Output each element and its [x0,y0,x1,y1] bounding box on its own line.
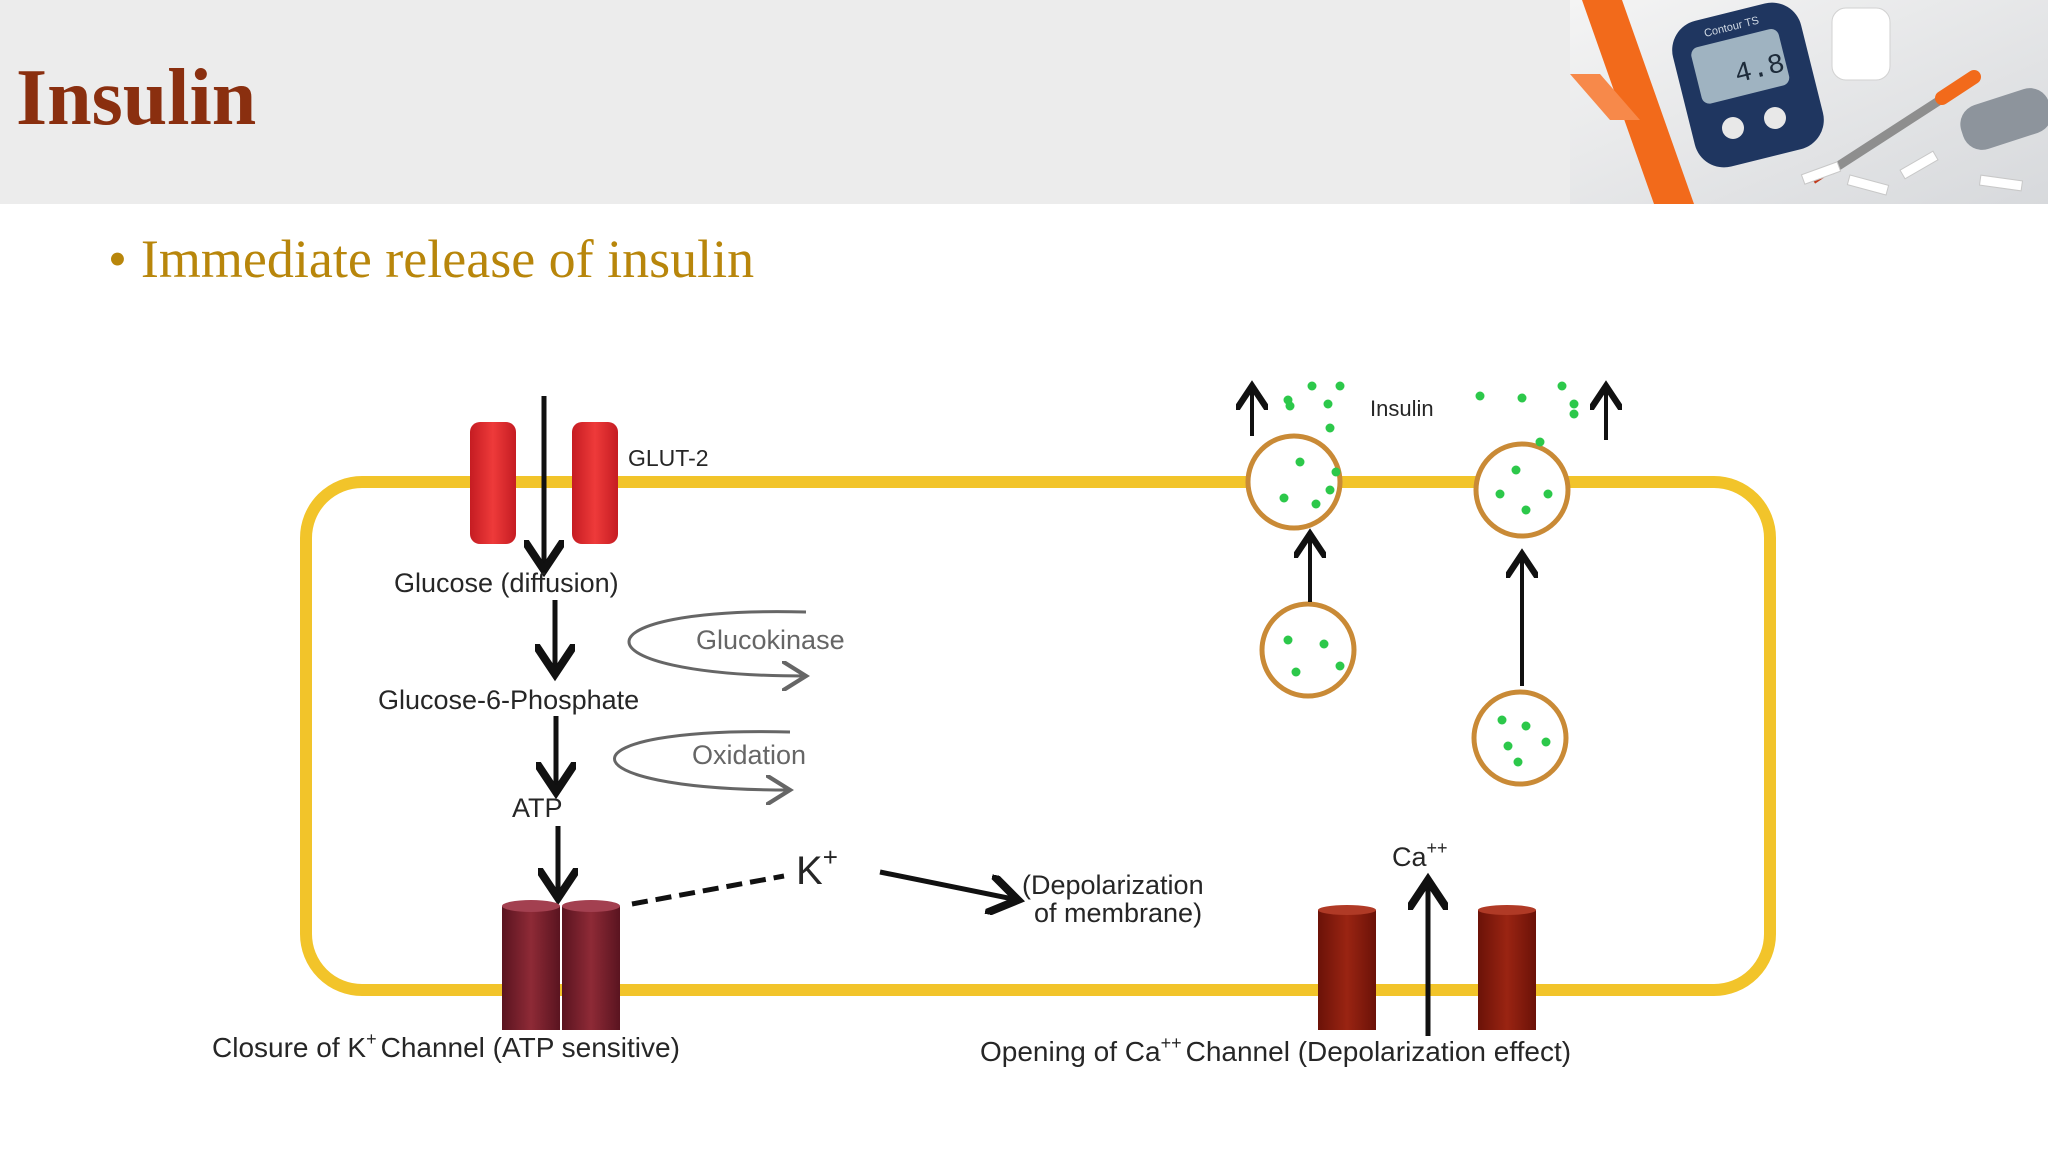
ca-channel [1318,905,1536,1030]
ca-ion-label: Ca++ [1392,838,1448,872]
orange-stripe-icon [1582,0,1694,204]
lancing-device-icon [1960,88,2048,150]
k-channel-caption: Closure of K+Channel (ATP sensitive) [212,1029,680,1063]
k-atp-channel [502,900,620,1030]
insulin-label: Insulin [1370,396,1434,421]
insulin-vesicle [1473,441,1571,539]
ca-channel-caption: Opening of Ca++Channel (Depolarization e… [980,1033,1571,1067]
slide-title: Insulin [16,54,257,142]
diabetes-equipment-photo: 4.8 Contour TS [1570,0,2048,204]
bullet-text: Immediate release of insulin [140,229,755,289]
title-bar: Insulin 4.8 Contour TS [0,0,2048,204]
glut2-label: GLUT-2 [628,445,709,471]
bullet-dot-icon: • [108,229,127,289]
g6p-label: Glucose-6-Phosphate [378,685,639,715]
test-strips-icon [1800,150,2024,196]
orange-stripe-icon [1570,74,1640,120]
glucose-label: Glucose (diffusion) [394,568,619,598]
glucometer-icon: 4.8 Contour TS [1672,2,1824,168]
atp-label: ATP [512,793,563,823]
glucokinase-curve-arrow [627,610,806,676]
test-strip-bottle-icon [1831,7,1891,81]
glut2-transporter [470,422,618,544]
insulin-vesicle [1471,689,1569,787]
bullet-item: •Immediate release of insulin [108,224,754,294]
k-ion-label: K+ [796,842,838,893]
k-dashed-line [631,873,785,907]
depolarization-label-2: of membrane) [1034,898,1202,928]
depolarization-label-1: (Depolarization [1022,870,1204,900]
oxidation-label: Oxidation [692,740,806,770]
cell-membrane [300,476,1776,996]
insulin-vesicle [1245,433,1343,531]
oxidation-curve-arrow [613,730,791,790]
insulin-vesicle [1259,601,1357,699]
k-to-depolarization-arrow [879,869,1018,900]
glucokinase-label: Glucokinase [696,625,845,655]
insulin-granules [1283,381,1579,447]
